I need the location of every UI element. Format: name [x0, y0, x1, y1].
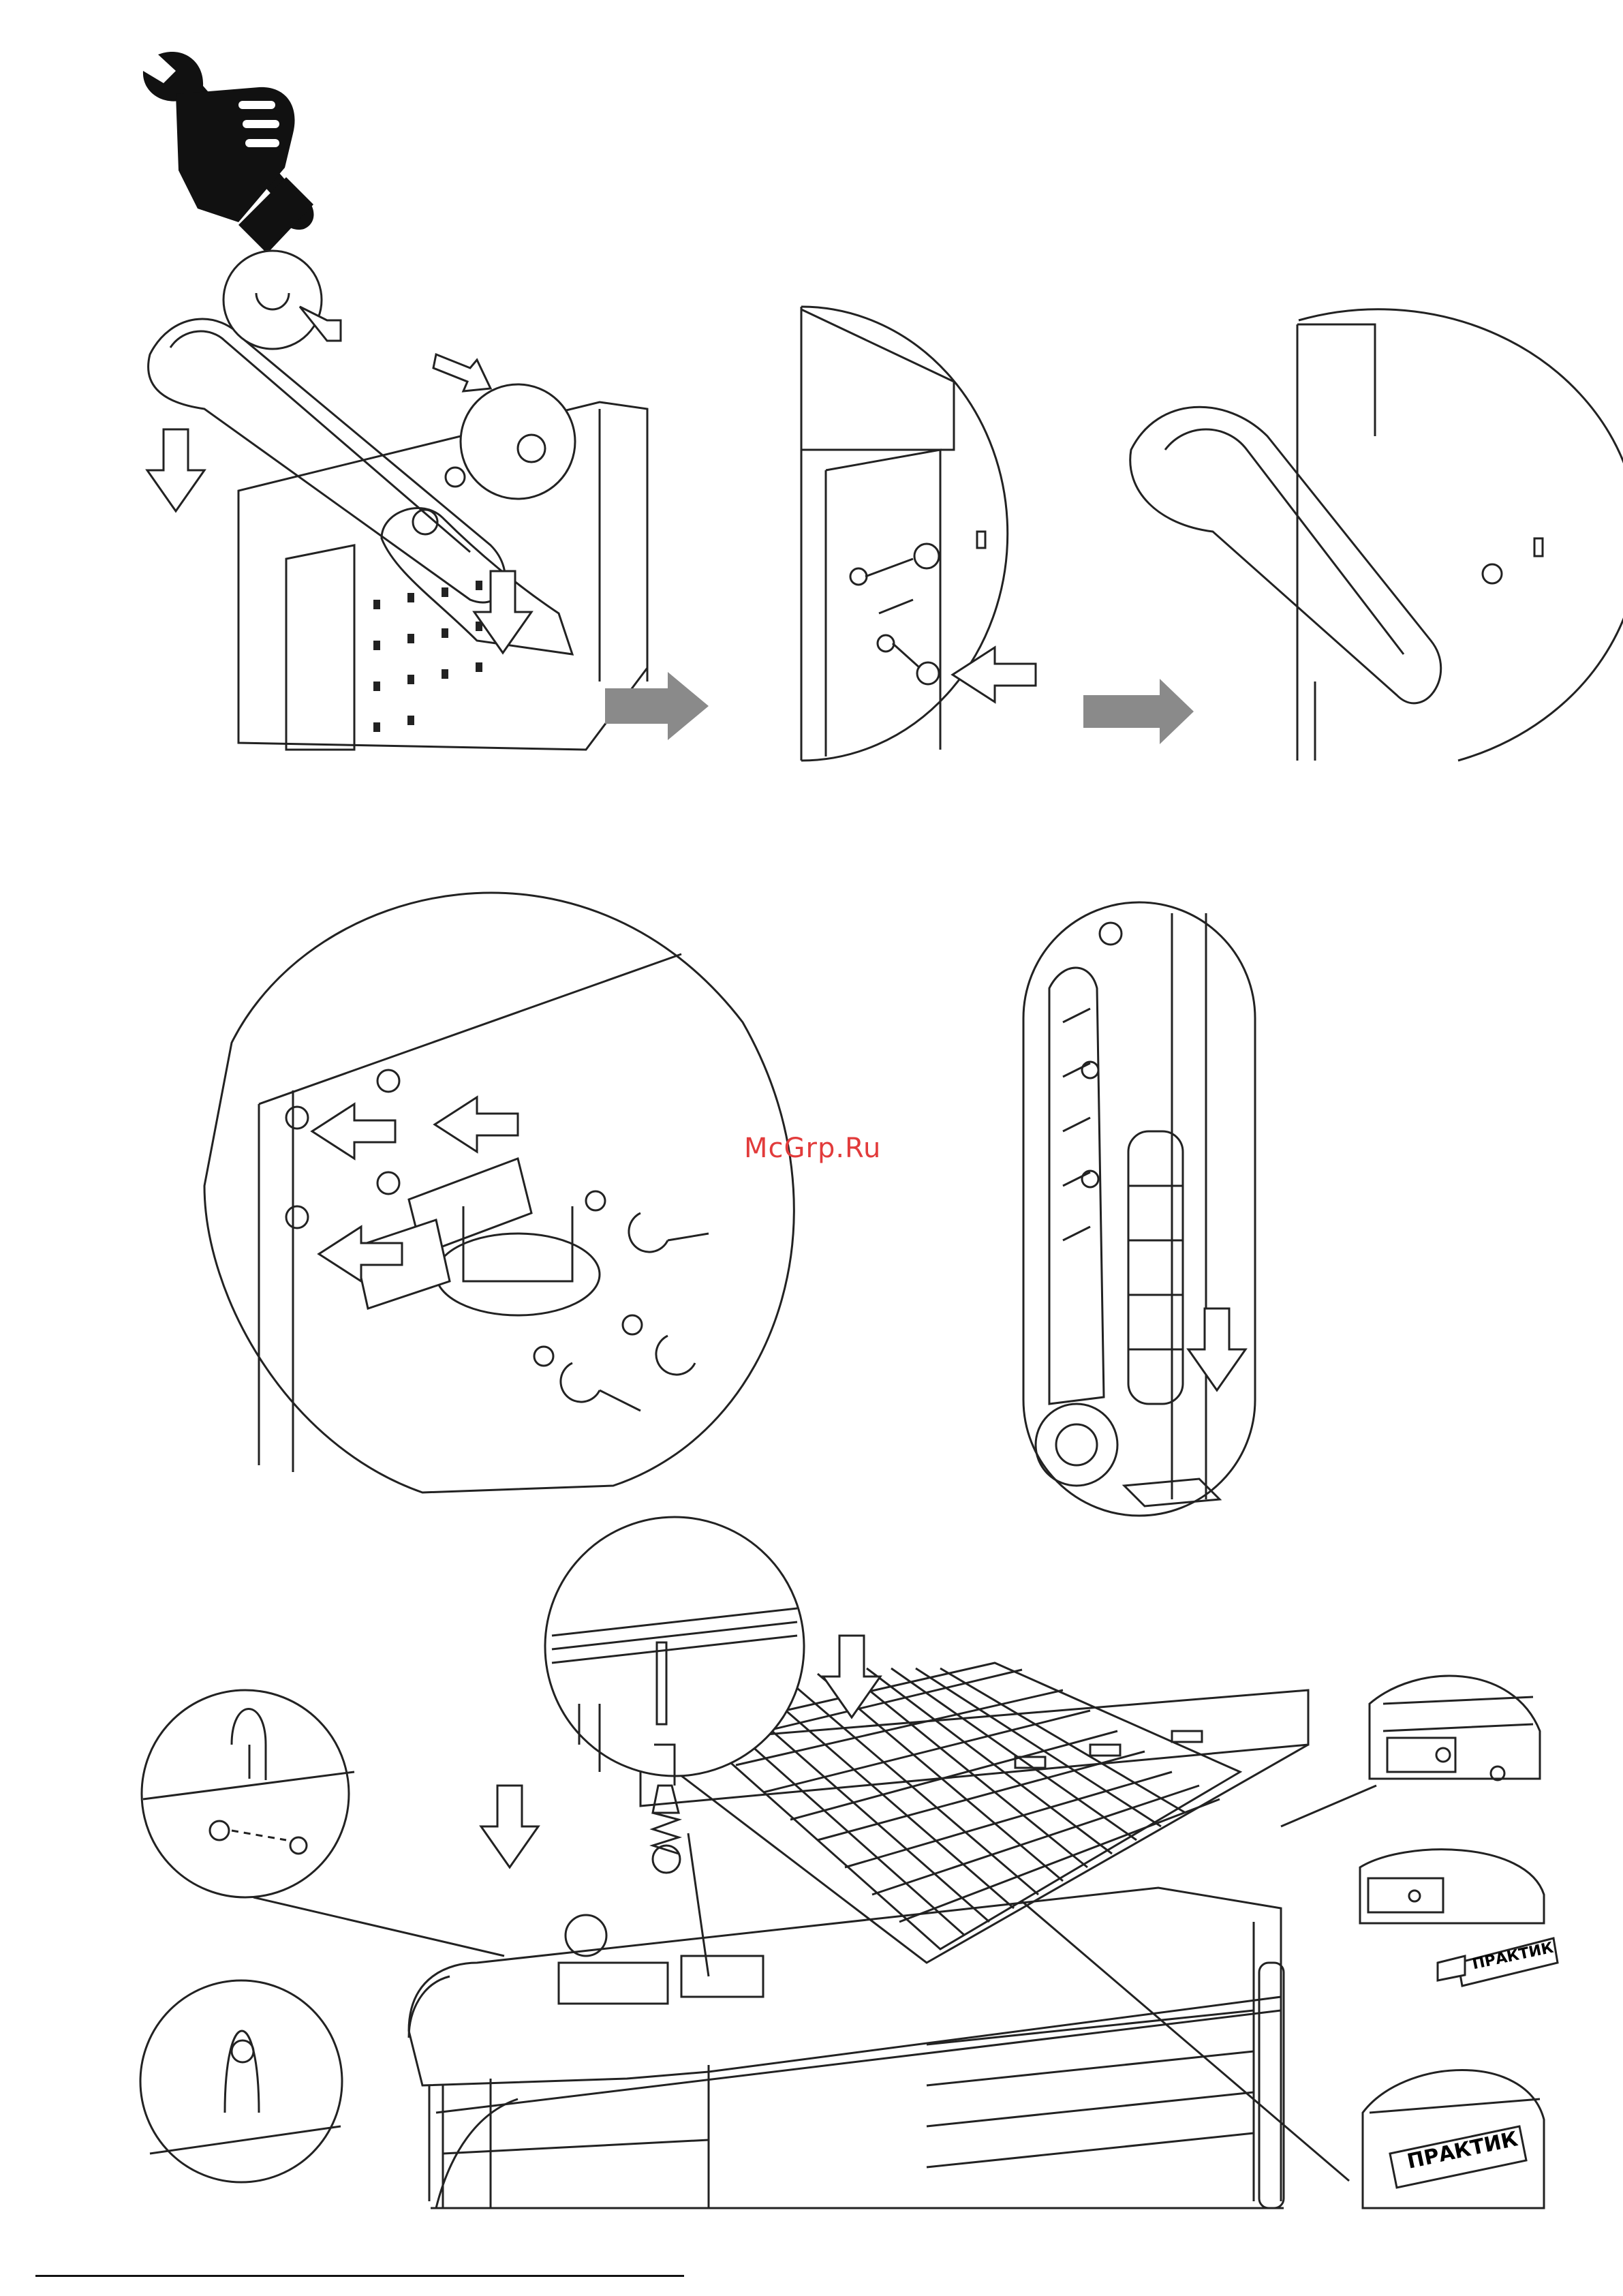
footer-rule — [35, 2275, 684, 2277]
down-arrow-icon — [147, 429, 204, 511]
step-2-bolts-panel — [801, 307, 1008, 761]
left-arrow-icon — [953, 647, 1036, 702]
caster-mounting-panel — [204, 893, 794, 1493]
label-plate-inset — [1360, 1850, 1558, 1986]
bolt-inset-top-left — [142, 1690, 504, 1956]
left-arrow-icon — [312, 1104, 395, 1159]
bolt-inset-bottom-left — [140, 1980, 342, 2182]
step-3-handle-installed-panel — [1130, 309, 1623, 761]
screw-inset-right — [1281, 1676, 1540, 1826]
wrench-hand-icon — [143, 52, 314, 254]
down-arrow-icon — [1188, 1308, 1246, 1390]
step-1-handle-panel — [149, 251, 647, 750]
side-tube-panel — [1023, 902, 1255, 1516]
down-arrow-icon — [481, 1786, 538, 1867]
screw-inset — [545, 1517, 804, 1873]
watermark: McGrp.Ru — [744, 1133, 881, 1164]
right-arrow-icon — [1083, 679, 1194, 744]
right-arrow-icon — [605, 672, 709, 740]
left-arrow-icon — [435, 1097, 518, 1152]
